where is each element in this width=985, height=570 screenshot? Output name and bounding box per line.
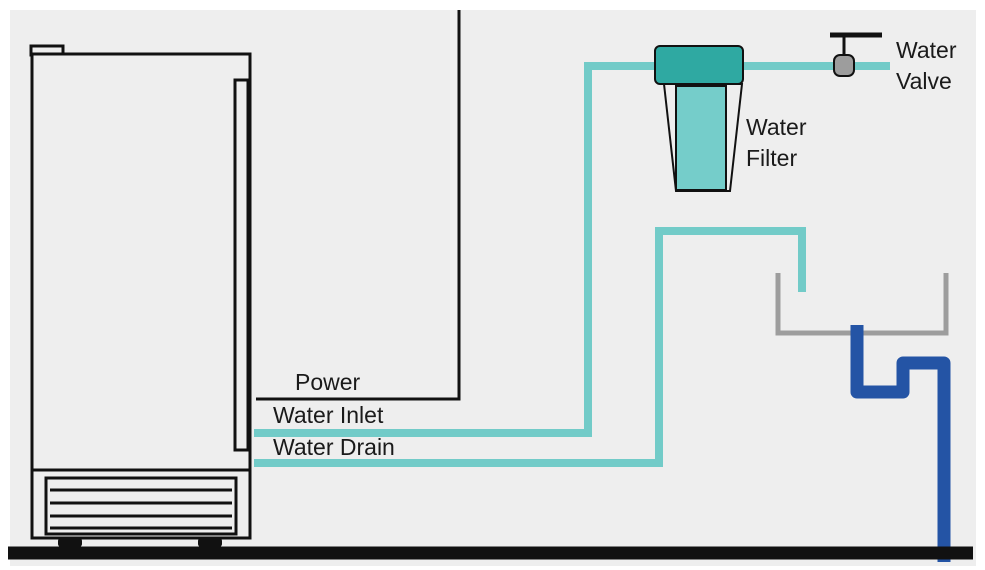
water-inlet-label: Water Inlet — [273, 402, 384, 428]
water-drain-label: Water Drain — [273, 434, 395, 460]
water-filter-label-line: Water — [746, 114, 807, 140]
power-label: Power — [295, 369, 361, 395]
water-filter-label: Water Filter — [746, 112, 807, 174]
water-valve-label: Water Valve — [896, 35, 957, 97]
ice-machine-caster — [198, 538, 222, 547]
power-cord — [256, 10, 461, 401]
water-valve-icon — [830, 32, 882, 77]
water-valve-label-line: Valve — [896, 68, 952, 94]
water-drain-line — [254, 227, 806, 467]
water-filter-label-line: Filter — [746, 145, 798, 171]
ice-machine-door-handle — [233, 78, 250, 452]
water-filter-icon — [654, 45, 744, 192]
water-valve-body — [833, 54, 855, 77]
ice-machine-caster — [58, 538, 82, 547]
water-valve-label-line: Water — [896, 37, 957, 63]
p-trap-icon — [850, 325, 951, 562]
ice-machine-icon — [29, 44, 252, 547]
ice-machine-cabinet — [30, 52, 252, 540]
water-filter-head — [654, 45, 744, 85]
ice-machine-kick-plate — [44, 476, 238, 536]
water-filter-bowl — [675, 85, 727, 191]
